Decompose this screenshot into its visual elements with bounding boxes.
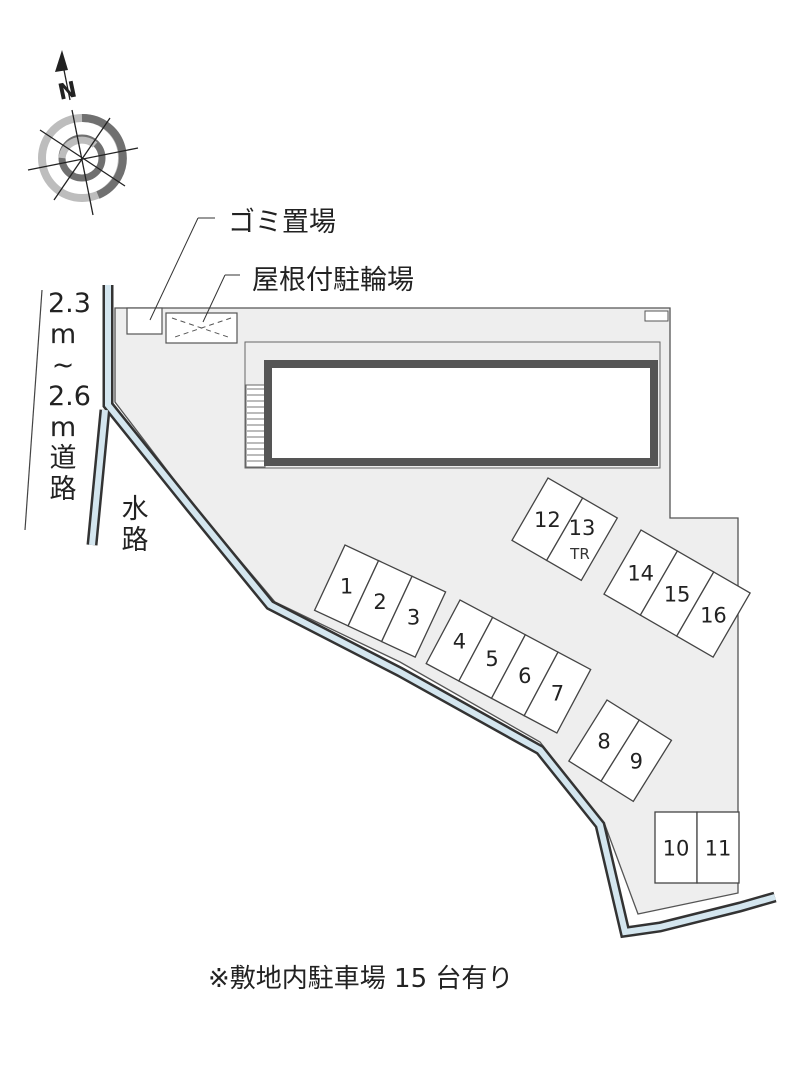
parking-stall-number: 11	[705, 837, 732, 861]
bicycle-parking	[165, 312, 238, 344]
vertical-char: 路	[121, 525, 149, 556]
parking-lots	[313, 477, 752, 884]
vertical-char: 2.3	[48, 288, 91, 319]
building-outline	[244, 341, 661, 469]
parking-stall-number: 15	[664, 583, 691, 607]
bicycle-leader	[202, 274, 226, 323]
parking-group-group-b	[425, 599, 592, 734]
vertical-char: 2.6	[48, 381, 91, 412]
stairs	[245, 384, 266, 468]
parking-stall	[654, 811, 698, 884]
parking-stall-number: 1	[340, 574, 353, 598]
parking-group-group-a	[313, 544, 447, 659]
parking-stall-number: 4	[453, 629, 466, 653]
parking-stall	[675, 571, 752, 658]
parking-stall-number: 13	[569, 516, 596, 540]
parking-stall-number: 5	[485, 647, 498, 671]
parking-stall-number: 3	[407, 606, 420, 630]
parking-stall-number: 6	[518, 664, 531, 688]
parking-group-group-f	[654, 811, 740, 884]
parking-stall	[523, 651, 592, 734]
parking-stall	[380, 575, 447, 659]
parking-stall	[696, 811, 740, 884]
vertical-char: m	[49, 412, 77, 443]
parking-group-group-e	[603, 529, 752, 658]
vertical-char: 道	[49, 443, 77, 474]
parking-stall	[600, 719, 673, 803]
garbage-label: ゴミ置場	[228, 207, 336, 238]
waterway	[86, 285, 777, 939]
parking-stall-number: 7	[551, 682, 564, 706]
transformer-label: TR	[569, 545, 590, 563]
vertical-char: 水	[121, 494, 149, 525]
building	[264, 360, 658, 466]
compass-icon: N	[27, 50, 139, 216]
parking-stall-number: 14	[627, 562, 654, 586]
parking-stall-number: 8	[597, 730, 610, 754]
parking-stall-number: 10	[663, 837, 690, 861]
compass-north-label: N	[56, 77, 79, 105]
parking-footnote: ※敷地内駐車場 15 台有り	[208, 964, 514, 994]
parking-stall	[545, 497, 619, 582]
waterway-label: 水路	[120, 494, 150, 556]
parking-stall-number: 12	[534, 508, 561, 532]
utility-box	[644, 310, 669, 322]
bicycle-label: 屋根付駐輪場	[252, 265, 414, 296]
parking-stall-number: 9	[630, 750, 643, 774]
vertical-char: m	[49, 319, 77, 350]
parking-group-group-d	[511, 477, 619, 582]
parking-stall-number: 16	[700, 604, 727, 628]
garbage-leader	[149, 217, 199, 321]
vertical-char: 路	[49, 474, 77, 505]
parking-group-group-c	[567, 699, 673, 803]
road-edge	[24, 289, 43, 531]
vertical-char: ~	[51, 350, 75, 381]
parking-stall-number: 2	[373, 590, 386, 614]
garbage-area	[126, 307, 163, 335]
